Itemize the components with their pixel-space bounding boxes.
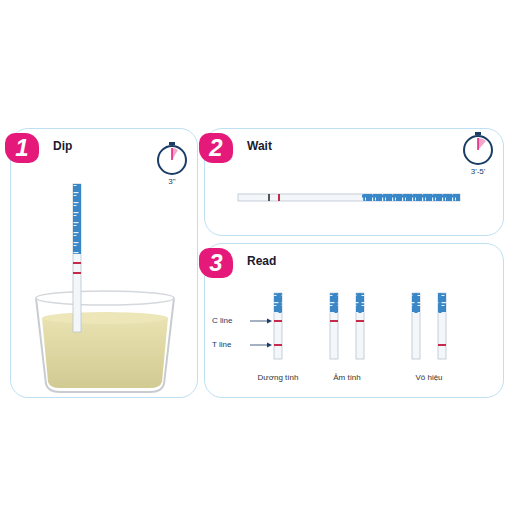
pointer-arrow — [250, 319, 272, 348]
step-panel: Wait 2 — [204, 128, 504, 236]
step-number-badge: 2 — [199, 133, 233, 163]
test-strip — [238, 194, 460, 201]
result-label: Vô hiệu — [415, 374, 442, 382]
result-label: Dương tính — [258, 374, 299, 382]
clock-icon — [158, 142, 186, 174]
step-panel: Dip 1 — [10, 128, 198, 398]
step-number: 1 — [15, 134, 28, 161]
step-number: 3 — [209, 249, 222, 276]
line-label: T line — [212, 341, 231, 349]
step-number: 2 — [209, 134, 222, 161]
time-label: 3'-5' — [471, 168, 486, 176]
step-heading: Read — [247, 254, 276, 268]
cup — [36, 291, 174, 392]
clock-icon — [464, 132, 492, 164]
test-strip — [73, 184, 81, 332]
result-label: Âm tính — [333, 374, 361, 382]
step-number-badge: 1 — [5, 133, 39, 163]
step-heading: Wait — [247, 139, 272, 153]
step-heading: Dip — [53, 139, 72, 153]
result-strips — [274, 293, 446, 359]
time-label: 3" — [168, 178, 175, 186]
line-label: C line — [212, 317, 232, 325]
step-number-badge: 3 — [199, 248, 233, 278]
